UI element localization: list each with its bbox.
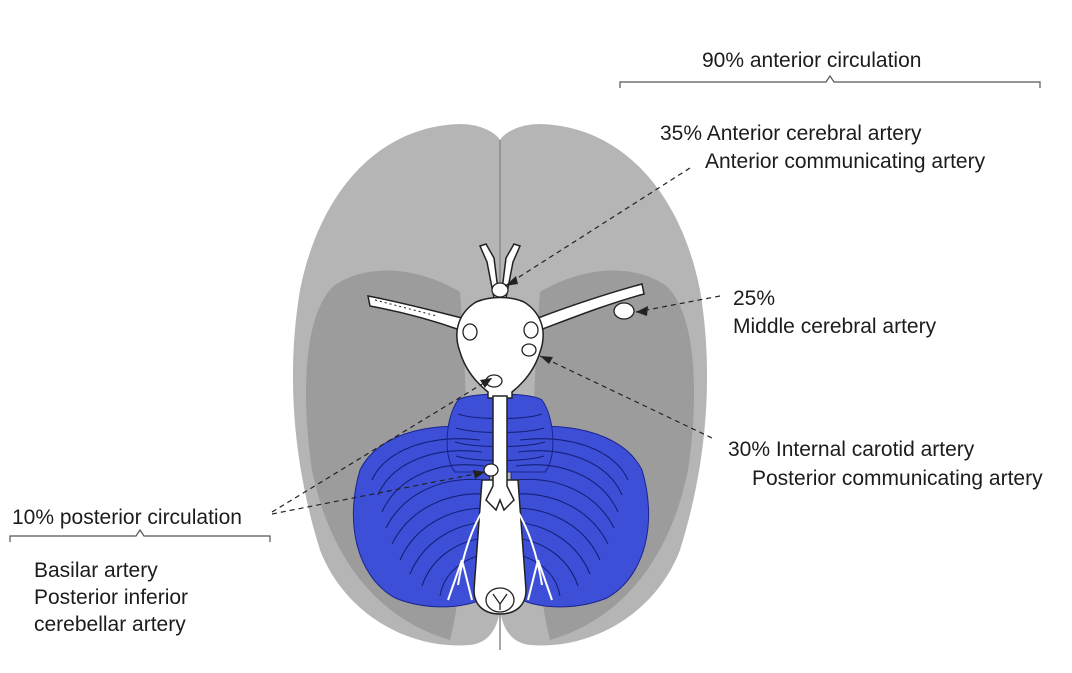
- pica-label-line1: Posterior inferior: [34, 585, 188, 611]
- basilar-branch: [484, 464, 498, 476]
- aca-label: 35% Anterior cerebral artery: [660, 121, 921, 147]
- mca-label: Middle cerebral artery: [733, 314, 936, 340]
- posterior-brace: [10, 530, 270, 542]
- ica-label: 30% Internal carotid artery: [728, 437, 974, 463]
- right-internal-carotid-artery: [524, 322, 538, 338]
- posterior-communicating-artery: [522, 344, 536, 356]
- anterior-brace: [620, 76, 1040, 88]
- pica-label-line2: cerebellar artery: [34, 612, 186, 638]
- acom-label: Anterior communicating artery: [705, 149, 985, 175]
- mca-percent-label: 25%: [733, 286, 775, 312]
- pcom-label: Posterior communicating artery: [752, 466, 1043, 492]
- left-internal-carotid-artery: [463, 324, 477, 340]
- posterior-circulation-label: 10% posterior circulation: [12, 505, 242, 531]
- basilar-label: Basilar artery: [34, 558, 158, 584]
- right-mca-branch: [614, 303, 634, 319]
- anterior-circulation-label: 90% anterior circulation: [702, 48, 921, 74]
